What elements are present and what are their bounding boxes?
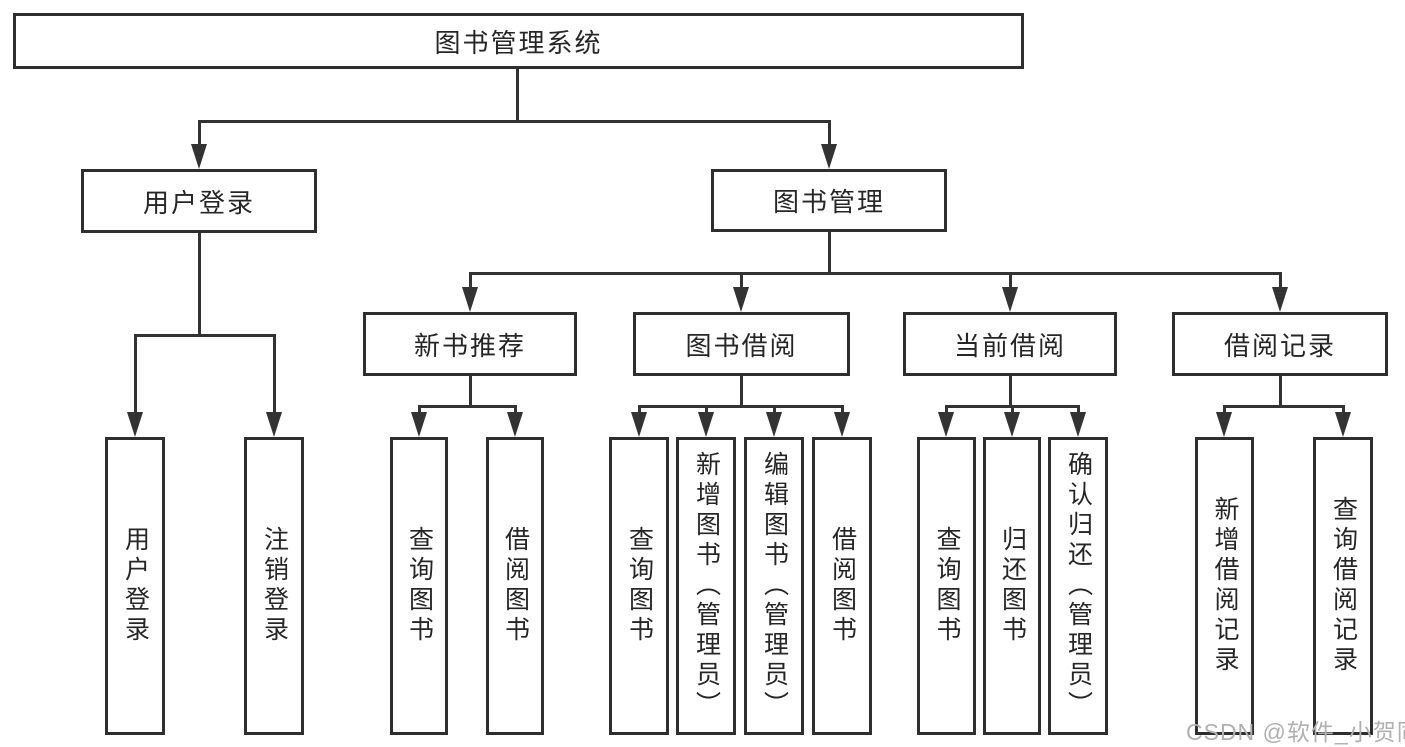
edge-line-to-leaf-user-login bbox=[134, 334, 137, 416]
edge-arrow-to-user-login bbox=[191, 144, 207, 169]
edge-arrow-to-leaf-user-login bbox=[127, 412, 143, 437]
node-label: 注销登录 bbox=[260, 526, 289, 646]
edge-line-to-new-book-recommend bbox=[469, 272, 472, 290]
edge-line-to-bb-borrow bbox=[841, 405, 844, 415]
edge-line-to-cb-query bbox=[945, 405, 948, 415]
node-label: 借阅记录 bbox=[1223, 330, 1336, 361]
node-label: 新书推荐 bbox=[413, 330, 526, 361]
node-label: 查询图书 bbox=[625, 526, 654, 646]
edge-line-user-login-rail bbox=[134, 334, 276, 337]
node-label: 新增图书（管理员） bbox=[692, 451, 721, 721]
node-current-borrow: 当前借阅 bbox=[903, 312, 1117, 376]
node-label: 图书管理系统 bbox=[434, 27, 603, 58]
node-leaf-cb-return-book: 归还图书 bbox=[983, 437, 1041, 735]
edge-line-br-rail bbox=[1223, 405, 1345, 408]
edge-arrow-to-leaf-logout bbox=[266, 412, 282, 437]
edge-arrow-to-current-borrow bbox=[1002, 287, 1018, 312]
edge-line-book-management-drop bbox=[828, 232, 831, 274]
node-leaf-br-query-record: 查询借阅记录 bbox=[1313, 437, 1373, 735]
edge-arrow-to-br-add bbox=[1216, 412, 1232, 437]
edge-line-bb-drop bbox=[740, 376, 743, 408]
node-label: 图书借阅 bbox=[685, 330, 798, 361]
node-label: 归还图书 bbox=[998, 526, 1027, 646]
edge-line-nb-rail bbox=[418, 405, 517, 408]
edge-line-nb-drop bbox=[469, 376, 472, 408]
node-leaf-br-add-record: 新增借阅记录 bbox=[1195, 437, 1254, 735]
edge-line-to-current-borrow bbox=[1009, 272, 1012, 290]
node-label: 当前借阅 bbox=[953, 330, 1066, 361]
node-borrow-records: 借阅记录 bbox=[1172, 312, 1388, 376]
edge-line-root-drop bbox=[516, 69, 519, 120]
node-leaf-nb-query-book: 查询图书 bbox=[390, 437, 448, 735]
edge-line-to-user-login bbox=[198, 120, 201, 148]
node-label: 查询图书 bbox=[933, 526, 961, 646]
edge-arrow-to-cb-confirm bbox=[1070, 412, 1086, 437]
edge-line-to-nb-query bbox=[418, 405, 421, 415]
edge-arrow-to-cb-query bbox=[938, 412, 954, 437]
node-label: 借阅图书 bbox=[828, 526, 857, 646]
edge-line-root-rail bbox=[198, 120, 831, 123]
edge-line-cb-drop bbox=[1009, 376, 1012, 408]
edge-line-user-login-drop bbox=[198, 233, 201, 336]
node-book-borrow: 图书借阅 bbox=[633, 312, 850, 376]
node-label: 查询图书 bbox=[405, 526, 434, 646]
node-book-management: 图书管理 bbox=[711, 169, 947, 232]
node-label: 图书管理 bbox=[772, 187, 885, 217]
edge-line-to-borrow-records bbox=[1279, 272, 1282, 290]
node-label: 编辑图书（管理员） bbox=[760, 451, 789, 721]
edge-arrow-to-bb-borrow bbox=[834, 412, 850, 437]
node-label: 用户登录 bbox=[121, 526, 150, 646]
edge-line-to-bb-add bbox=[705, 405, 708, 415]
edge-line-to-nb-borrow bbox=[514, 405, 517, 415]
edge-line-to-br-add bbox=[1223, 405, 1226, 415]
node-leaf-bb-borrow-book: 借阅图书 bbox=[812, 437, 872, 735]
node-label: 确认归还（管理员） bbox=[1064, 451, 1093, 721]
edge-arrow-to-nb-borrow bbox=[507, 412, 523, 437]
node-label: 新增借阅记录 bbox=[1211, 496, 1239, 676]
node-label: 借阅图书 bbox=[501, 526, 530, 646]
edge-arrow-to-br-query bbox=[1335, 412, 1351, 437]
edge-line-book-management-rail bbox=[469, 272, 1282, 275]
edge-line-bb-rail bbox=[638, 405, 844, 408]
edge-line-to-book-borrow bbox=[740, 272, 743, 290]
edge-line-br-drop bbox=[1279, 376, 1282, 408]
node-leaf-nb-borrow-book: 借阅图书 bbox=[486, 437, 544, 735]
edge-arrow-to-new-book-recommend bbox=[462, 287, 478, 312]
node-leaf-user-login: 用户登录 bbox=[105, 437, 165, 735]
node-leaf-bb-query-book: 查询图书 bbox=[609, 437, 669, 735]
edge-arrow-to-bb-add bbox=[698, 412, 714, 437]
edge-line-to-br-query bbox=[1342, 405, 1345, 415]
csdn-watermark: CSDN @软件_小贺同学 bbox=[1186, 719, 1405, 745]
edge-arrow-to-bb-query bbox=[631, 412, 647, 437]
edge-line-to-bb-edit bbox=[773, 405, 776, 415]
edge-line-to-cb-return bbox=[1011, 405, 1014, 415]
node-leaf-cb-confirm-return-admin: 确认归还（管理员） bbox=[1048, 437, 1108, 735]
node-user-login: 用户登录 bbox=[81, 169, 317, 233]
node-leaf-bb-edit-book-admin: 编辑图书（管理员） bbox=[744, 437, 804, 735]
edge-line-to-bb-query bbox=[638, 405, 641, 415]
node-leaf-bb-add-book-admin: 新增图书（管理员） bbox=[676, 437, 736, 735]
node-leaf-cb-query-book: 查询图书 bbox=[917, 437, 976, 735]
edge-line-to-leaf-logout bbox=[273, 334, 276, 416]
node-label: 用户登录 bbox=[142, 187, 255, 218]
edge-arrow-to-borrow-records bbox=[1272, 287, 1288, 312]
edge-arrow-to-nb-query bbox=[411, 412, 427, 437]
node-label: 查询借阅记录 bbox=[1329, 496, 1358, 676]
edge-arrow-to-book-borrow bbox=[733, 287, 749, 312]
edge-arrow-to-bb-edit bbox=[766, 412, 782, 437]
edge-line-to-book-management bbox=[828, 120, 831, 148]
node-library-management-system: 图书管理系统 bbox=[13, 13, 1024, 69]
edge-arrow-to-cb-return bbox=[1004, 412, 1020, 437]
node-leaf-logout: 注销登录 bbox=[244, 437, 304, 735]
edge-arrow-to-book-management bbox=[821, 144, 837, 169]
node-new-book-recommend: 新书推荐 bbox=[363, 312, 577, 376]
edge-line-to-cb-confirm bbox=[1077, 405, 1080, 415]
